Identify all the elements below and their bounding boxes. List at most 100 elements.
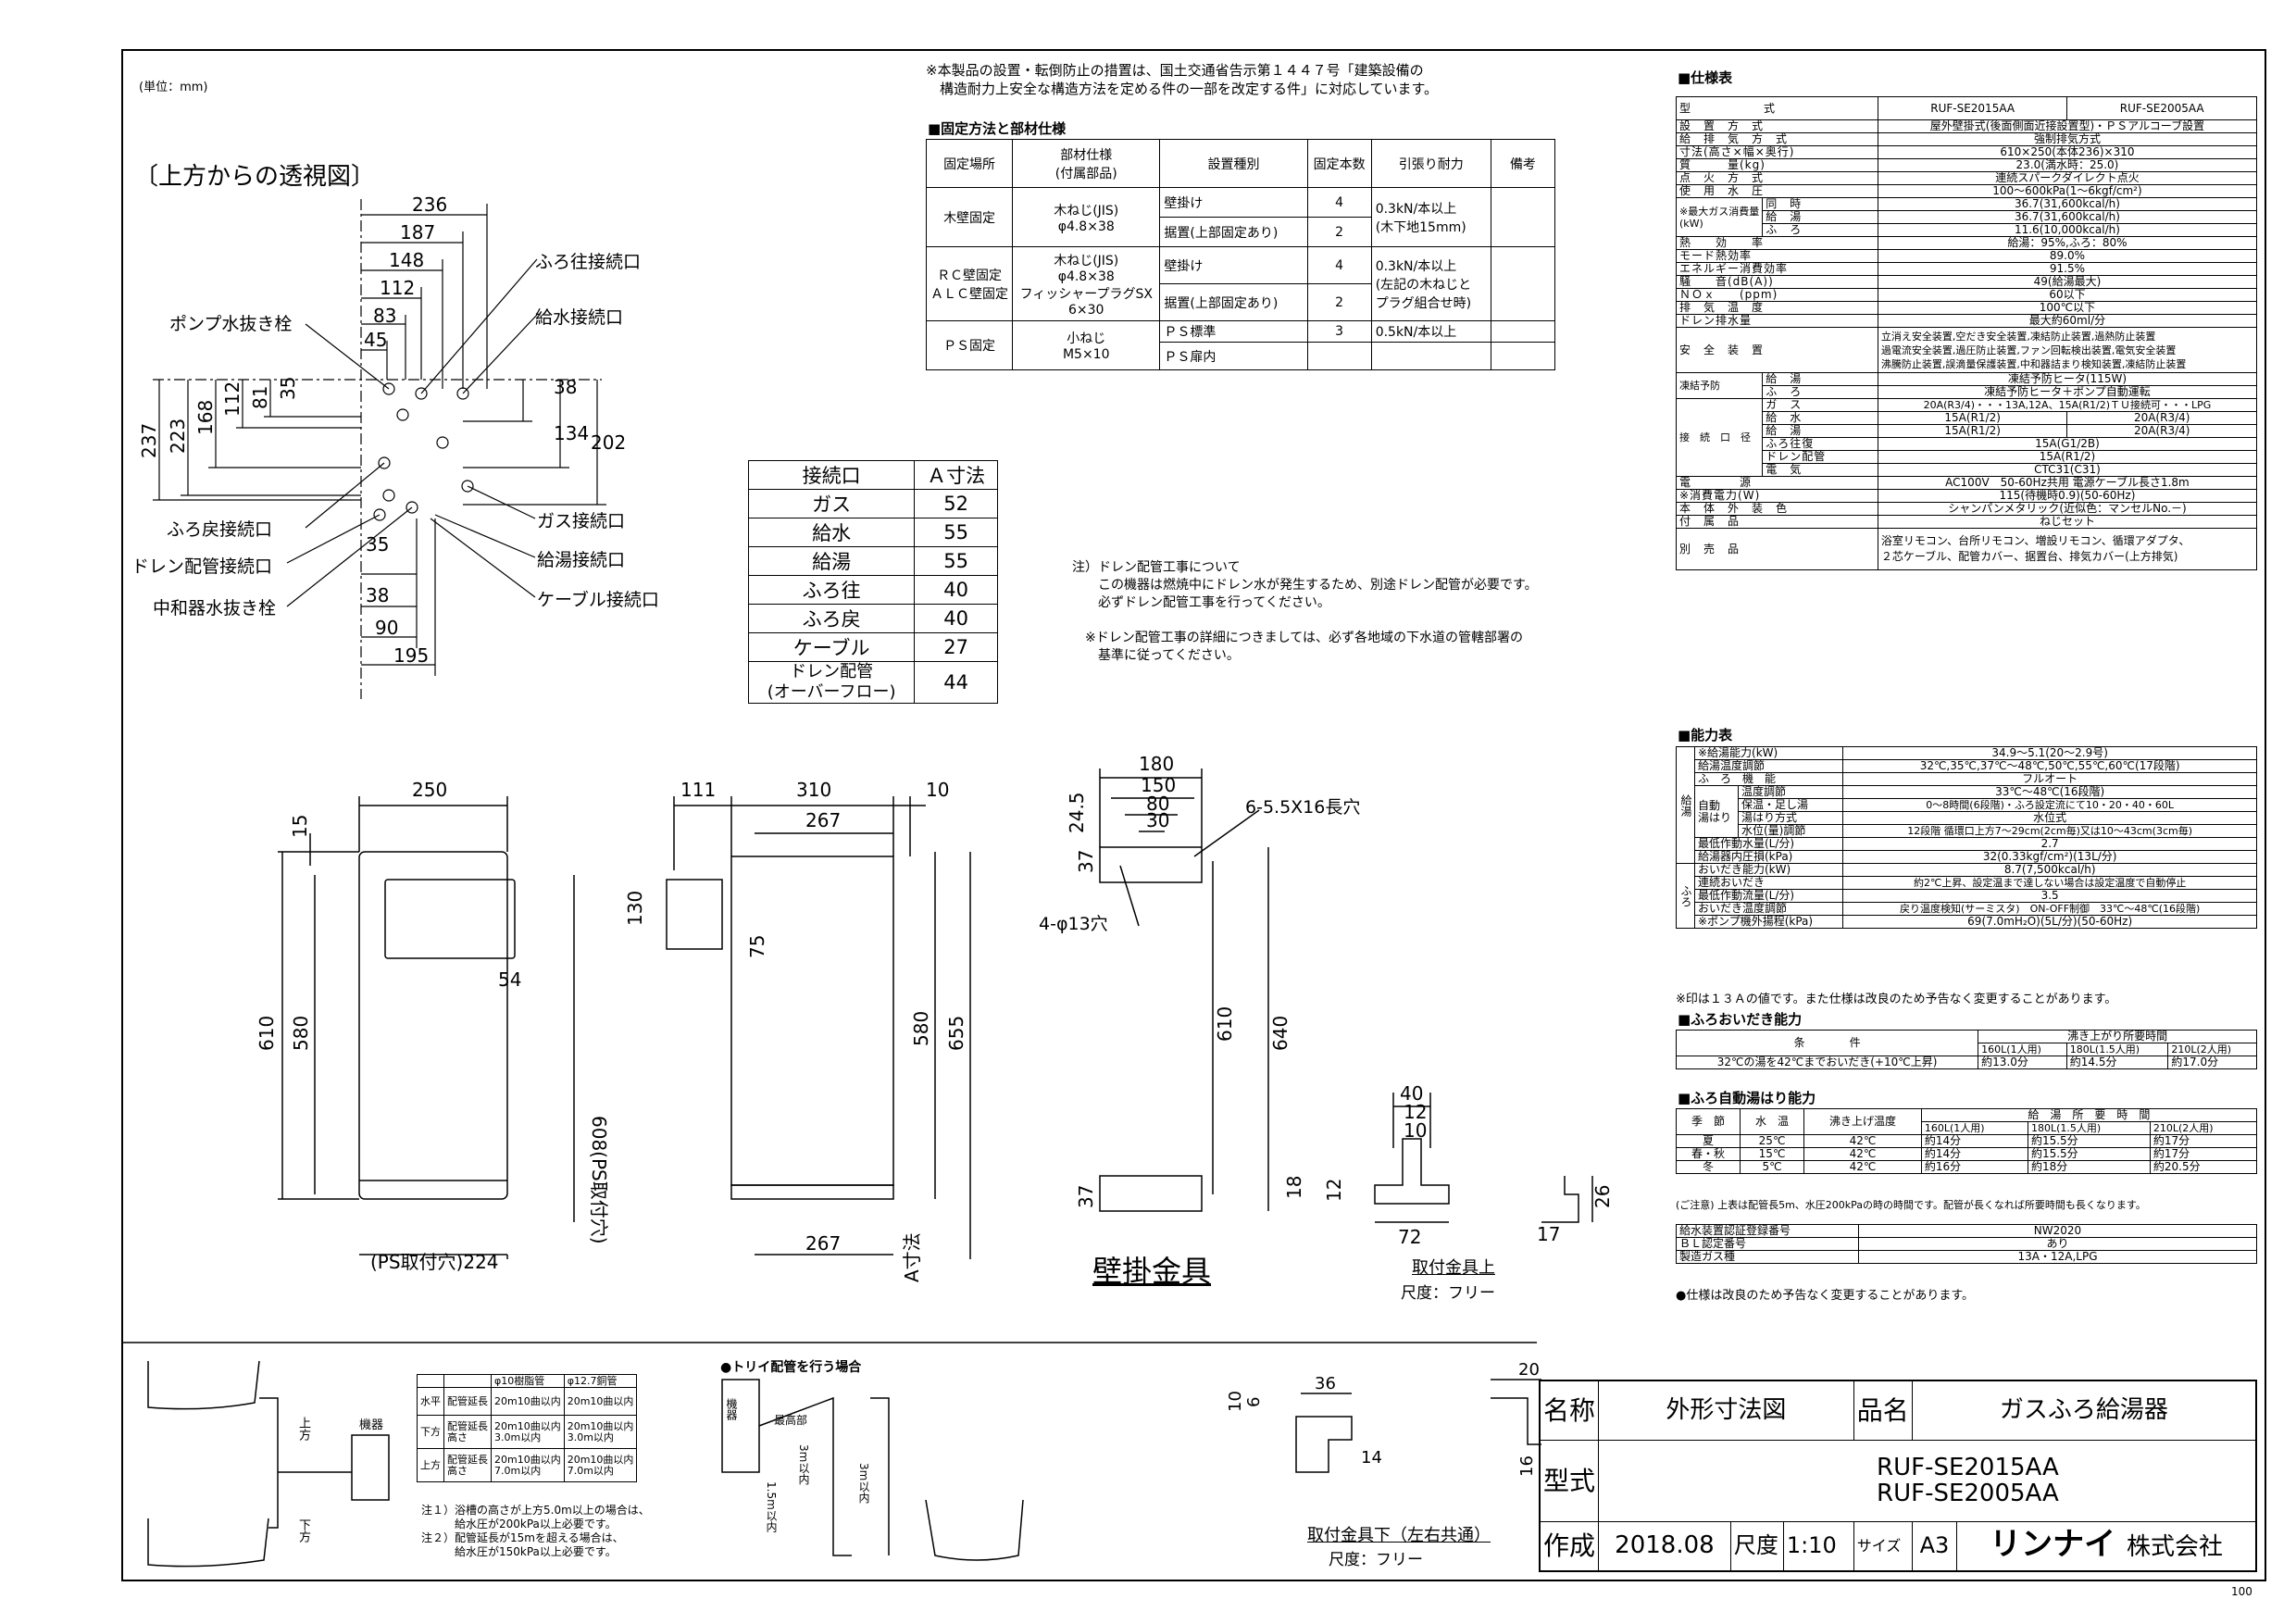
oidaki-title: ■ふろおいだき能力 <box>1678 1011 1803 1028</box>
name-label: 名称 <box>1539 1380 1600 1441</box>
fix-cell: 0.5kN/本以上 <box>1370 320 1491 343</box>
autofill-cell: 42℃ <box>1803 1160 1922 1174</box>
perf-side-kyuto: 給湯 <box>1676 746 1695 864</box>
cert-value: 13A・12A,LPG <box>1858 1250 2257 1264</box>
svg-text:15: 15 <box>289 815 311 838</box>
spec-value: 60以下 <box>1877 288 2258 302</box>
autofill-cell: 約17分 <box>2149 1134 2258 1148</box>
svg-text:20: 20 <box>1518 1360 1540 1380</box>
svg-text:195: 195 <box>393 644 429 667</box>
spec-value: 100℃以下 <box>1877 301 2258 315</box>
conn-cell: 27 <box>914 632 998 662</box>
svg-text:608(PS取付穴): 608(PS取付穴) <box>588 1116 610 1244</box>
spec-label: 質 量(kg) <box>1676 158 1878 172</box>
upper-fitting-drawing <box>1374 1093 1593 1223</box>
side-view <box>666 796 971 1259</box>
svg-text:35: 35 <box>366 533 389 556</box>
install-cell: 20m10曲以内 3.0m以内 <box>563 1415 638 1449</box>
autofill-header: 季 節 <box>1675 1108 1741 1135</box>
upper-fitting-caption: 取付金具上 <box>1412 1258 1495 1278</box>
perf-side-furo: ふろ <box>1676 863 1695 929</box>
autofill-sub: 180L(1.5人用) <box>2027 1121 2151 1135</box>
spec-label: 給 湯 <box>1762 424 1878 438</box>
svg-text:223: 223 <box>167 418 189 454</box>
lower-fitting-caption: 取付金具下（左右共通） <box>1307 1526 1491 1545</box>
install-cell: 20m10曲以内 <box>491 1387 565 1416</box>
svg-text:12: 12 <box>1323 1179 1345 1202</box>
svg-text:17: 17 <box>1537 1223 1560 1245</box>
fix-cell: 壁掛け <box>1159 246 1308 284</box>
fix-cell: 2 <box>1306 217 1372 247</box>
rinnai-logo: リンナイ <box>1990 1525 2116 1563</box>
spec-label: 給 湯 <box>1762 210 1878 224</box>
gas-port-label: ガス接続口 <box>537 511 626 531</box>
conn-cell: 55 <box>914 518 998 547</box>
svg-text:610: 610 <box>256 1016 278 1051</box>
spec-label: 点 火 方 式 <box>1676 171 1878 185</box>
perf-value: 8.7(7,500kcal/h) <box>1842 863 2257 877</box>
model-line: RUF-SE2005AA <box>1877 1480 2059 1507</box>
fix-cell: ＲＣ壁固定 ＡＬＣ壁固定 <box>925 246 1014 321</box>
install-cell: 配管延長 高さ <box>443 1415 492 1449</box>
spec-label: 排 気 温 度 <box>1676 301 1878 315</box>
top-view <box>153 199 606 699</box>
fix-cell <box>1490 320 1556 343</box>
perf-label: 連続おいだき <box>1693 876 1844 890</box>
svg-text:14: 14 <box>1361 1448 1382 1468</box>
top-view-title: 〔上方からの透視図〕 <box>134 163 376 191</box>
perf-label: ふ ろ 機 能 <box>1693 772 1844 786</box>
spec-label: ※最大ガス消費量 (kW) <box>1675 197 1764 237</box>
cert-label: ＢＬ認定番号 <box>1676 1237 1859 1251</box>
svg-text:30: 30 <box>1146 809 1169 831</box>
fix-cell: 4 <box>1306 187 1372 218</box>
spec-value: RUF-SE2005AA <box>2066 96 2257 120</box>
size-value: A3 <box>1911 1520 1958 1572</box>
install-cell: 配管延長 高さ <box>443 1448 492 1482</box>
spec-label: 安 全 装 置 <box>1676 327 1878 373</box>
install-cell: 20m10曲以内 3.0m以内 <box>491 1415 565 1449</box>
spec-value: RUF-SE2015AA <box>1877 96 2068 120</box>
autofill-cell: 春・秋 <box>1675 1147 1741 1161</box>
autofill-header: 水 温 <box>1740 1108 1805 1135</box>
spec-value: 15A(R1/2) <box>1877 450 2258 464</box>
spec-label: 電 源 <box>1676 476 1878 490</box>
trap-unit-label: 機器 <box>725 1398 738 1420</box>
install-cell: 20m10曲以内 7.0m以内 <box>563 1448 638 1482</box>
fix-cell <box>1490 187 1556 247</box>
svg-text:83: 83 <box>373 305 396 327</box>
oidaki-cell: 約13.0分 <box>1978 1056 2067 1069</box>
oidaki-cell: 32℃の湯を42℃までおいだき(+10℃上昇) <box>1675 1056 1979 1069</box>
spec-label: 設 置 方 式 <box>1676 119 1878 133</box>
fix-cell: 木ねじ(JIS) φ4.8×38 フィッシャープラグSX 6×30 <box>1012 246 1161 321</box>
autofill-header: 沸き上げ温度 <box>1803 1108 1922 1135</box>
autofill-sub: 210L(2人用) <box>2149 1121 2258 1135</box>
autofill-cell: 約16分 <box>1920 1160 2028 1174</box>
fix-cell: 木ねじ(JIS) φ4.8×38 <box>1012 187 1161 247</box>
svg-text:150: 150 <box>1141 774 1176 796</box>
svg-text:148: 148 <box>389 249 424 271</box>
front-view <box>278 796 575 1259</box>
install-cell: 水平 <box>417 1387 444 1416</box>
spec-label: ふ ろ <box>1762 385 1878 399</box>
fix-header: 備考 <box>1490 139 1556 188</box>
cert-value: NW2020 <box>1858 1224 2257 1238</box>
autofill-table: 季 節水 温沸き上げ温度給 湯 所 要 時 間 160L(1人用)180L(1.… <box>1675 1108 2258 1174</box>
trap-dim-1: 3m以内 <box>797 1444 810 1485</box>
conn-cell: ドレン配管 (オーバーフロー) <box>747 661 916 704</box>
svg-text:6: 6 <box>1244 1397 1264 1407</box>
svg-text:202: 202 <box>591 431 626 454</box>
autofill-cell: 冬 <box>1675 1160 1741 1174</box>
autofill-cell: 15℃ <box>1740 1147 1805 1161</box>
autofill-cell: 約14分 <box>1920 1147 2028 1161</box>
conn-cell: 40 <box>914 604 998 633</box>
spec-value: AC100V 50-60Hz共用 電源ケーブル長さ1.8m <box>1877 476 2258 490</box>
perf-label: おいだき能力(kW) <box>1693 863 1844 877</box>
scale-value: 1:10 <box>1782 1520 1854 1572</box>
model-list: RUF-SE2015AA RUF-SE2005AA <box>1598 1439 2257 1522</box>
install-cell: 20m10曲以内 <box>563 1387 638 1416</box>
spec-value: 49(給湯最大) <box>1877 275 2258 289</box>
trap-dim-2: 1.5m以内 <box>765 1481 778 1532</box>
unit-label: (単位：mm) <box>139 81 208 94</box>
svg-text:75: 75 <box>746 935 768 958</box>
